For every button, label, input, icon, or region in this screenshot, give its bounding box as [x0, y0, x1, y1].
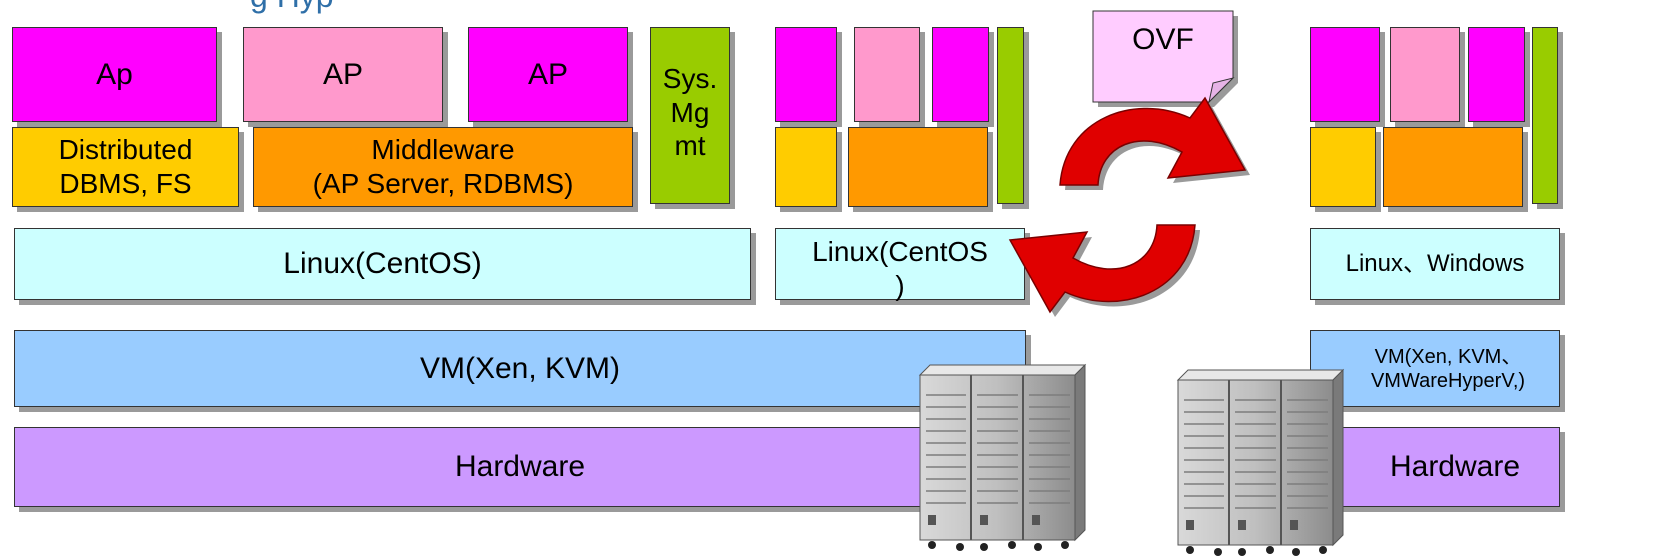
ap-block-2: AP [243, 27, 443, 122]
distributed-label: Distributed DBMS, FS [58, 134, 193, 199]
ap-block-3: AP [468, 27, 628, 122]
server-rack-icon-right [1177, 369, 1344, 557]
mini-distributed-block [775, 127, 837, 207]
mini-sys-mgmt-block [997, 27, 1024, 204]
linux-block: Linux(CentOS) [14, 228, 751, 300]
title-fragment: g Hyp [250, 0, 334, 15]
middleware-label: Middleware (AP Server, RDBMS) [312, 134, 574, 199]
ovf-document: OVF [1092, 10, 1238, 107]
right-ap-block-3 [1468, 27, 1525, 122]
mini-linux-label: Linux(CentOS ) [812, 236, 988, 301]
ap-label-3: AP [527, 57, 569, 91]
linux-label: Linux(CentOS) [283, 247, 482, 280]
ap-block-1: Ap [12, 27, 217, 122]
right-ap-block-2 [1390, 27, 1460, 122]
mini-ap-block-3 [932, 27, 989, 122]
middleware-block: Middleware (AP Server, RDBMS) [253, 127, 633, 207]
right-vm-block: VM(Xen, KVM、 VMWareHyperV,) [1310, 330, 1560, 407]
ap-label-2: AP [322, 57, 364, 91]
right-ap-block-1 [1310, 27, 1380, 122]
right-sys-mgmt-block [1532, 27, 1558, 204]
mini-middleware-block [848, 127, 988, 207]
mini-linux-block: Linux(CentOS ) [775, 228, 1025, 301]
sys-mgmt-block: Sys. Mg mt [650, 27, 730, 204]
ovf-document-shape [1092, 10, 1238, 107]
ovf-label: OVF [1132, 23, 1194, 56]
right-distributed-block [1310, 127, 1376, 207]
right-hardware-block: Hardware [1310, 427, 1560, 507]
hardware-label: Hardware [454, 450, 586, 483]
distributed-block: Distributed DBMS, FS [12, 127, 239, 207]
mini-ap-block-1 [775, 27, 837, 122]
right-vm-label: VM(Xen, KVM、 VMWareHyperV,) [1370, 345, 1526, 392]
server-rack-icon-left [919, 364, 1086, 552]
right-middleware-block [1383, 127, 1523, 207]
vm-label: VM(Xen, KVM) [419, 351, 621, 385]
hardware-block: Hardware [14, 427, 1026, 507]
right-hardware-label: Hardware [1389, 450, 1521, 483]
vm-block: VM(Xen, KVM) [14, 330, 1026, 407]
mini-ap-block-2 [854, 27, 920, 122]
ap-label-1: Ap [96, 57, 133, 91]
sys-mgmt-label: Sys. Mg mt [662, 63, 718, 162]
right-linux-block: Linux、Windows [1310, 228, 1560, 300]
right-linux-label: Linux、Windows [1345, 249, 1525, 277]
